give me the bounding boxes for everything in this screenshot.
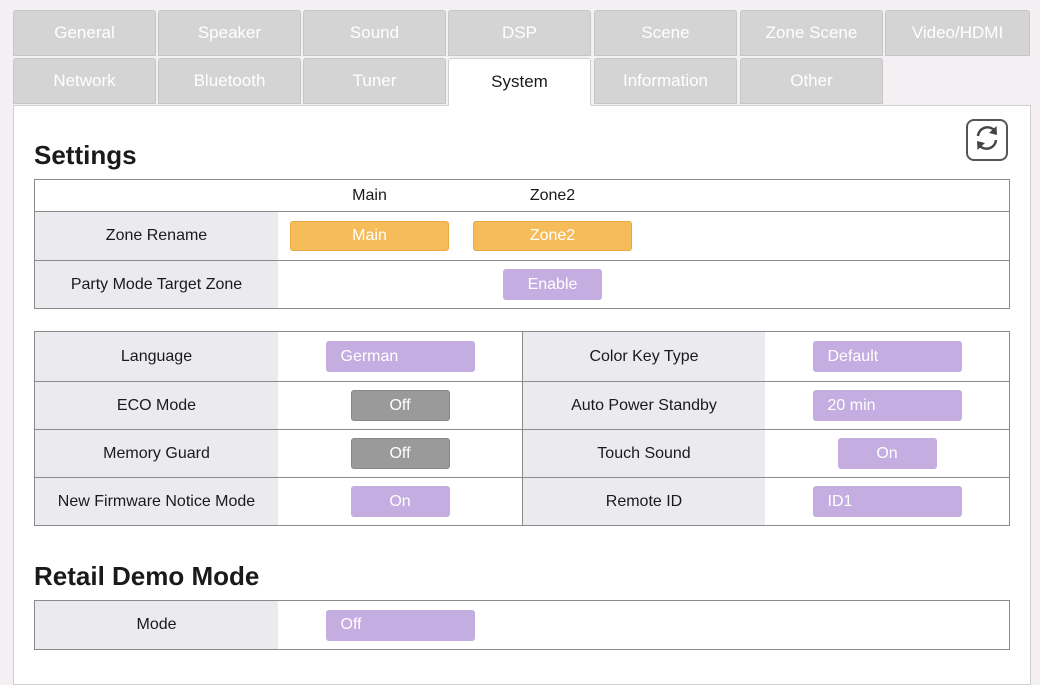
refresh-icon: [972, 123, 1002, 158]
eco-mode-label: ECO Mode: [35, 382, 278, 429]
zone-rename-label: Zone Rename: [35, 212, 278, 260]
zone-settings-table: Main Zone2 Zone Rename Main Zone2 Party …: [34, 179, 1010, 309]
party-mode-fill: [644, 261, 1009, 308]
zone-header-main: Main: [278, 180, 461, 211]
zone-rename-fill: [644, 212, 1009, 260]
retail-demo-table: Mode Off: [34, 600, 1010, 650]
firmware-notice-label: New Firmware Notice Mode: [35, 478, 278, 525]
language-label: Language: [35, 332, 278, 381]
system-panel: Settings Main Zone2 Zone Rename Main Zon…: [13, 105, 1031, 685]
tab-network[interactable]: Network: [13, 58, 156, 104]
tab-zone-scene[interactable]: Zone Scene: [740, 10, 883, 56]
refresh-button[interactable]: [966, 119, 1008, 161]
system-settings-grid: Language German Color Key Type Default E…: [34, 331, 1010, 526]
memory-guard-toggle[interactable]: Off: [350, 438, 450, 469]
tab-dsp[interactable]: DSP: [448, 10, 591, 56]
remote-id-label: Remote ID: [522, 478, 765, 525]
retail-demo-mode-label: Mode: [35, 601, 278, 649]
eco-mode-toggle[interactable]: Off: [350, 390, 450, 421]
zone-rename-zone2-input[interactable]: Zone2: [473, 221, 632, 251]
tab-scene[interactable]: Scene: [594, 10, 737, 56]
color-key-type-select[interactable]: Default: [812, 341, 962, 372]
auto-power-standby-label: Auto Power Standby: [522, 382, 765, 429]
tab-other[interactable]: Other: [740, 58, 883, 104]
tab-general[interactable]: General: [13, 10, 156, 56]
tab-speaker[interactable]: Speaker: [158, 10, 301, 56]
remote-id-select[interactable]: ID1: [812, 486, 962, 517]
tab-sound[interactable]: Sound: [303, 10, 446, 56]
touch-sound-toggle[interactable]: On: [837, 438, 937, 469]
party-mode-main-cell: [278, 261, 461, 308]
zone-header-fill: [644, 180, 1009, 211]
zone-header-zone2: Zone2: [461, 180, 644, 211]
touch-sound-label: Touch Sound: [522, 430, 765, 477]
firmware-notice-toggle[interactable]: On: [350, 486, 450, 517]
memory-guard-label: Memory Guard: [35, 430, 278, 477]
retail-demo-mode-select[interactable]: Off: [325, 609, 475, 641]
party-mode-label: Party Mode Target Zone: [35, 261, 278, 308]
zone-header-spacer: [35, 180, 278, 211]
party-mode-enable-button[interactable]: Enable: [503, 269, 602, 300]
auto-power-standby-select[interactable]: 20 min: [812, 390, 962, 421]
retail-demo-fill: [522, 601, 1009, 649]
tab-tuner[interactable]: Tuner: [303, 58, 446, 104]
retail-demo-title: Retail Demo Mode: [34, 561, 260, 591]
settings-title: Settings: [34, 140, 137, 170]
tab-video-hdmi[interactable]: Video/HDMI: [885, 10, 1030, 56]
language-select[interactable]: German: [325, 341, 475, 372]
tab-bar: General Speaker Sound DSP Scene Zone Sce…: [13, 10, 1031, 106]
tab-bluetooth[interactable]: Bluetooth: [158, 58, 301, 104]
zone-rename-main-input[interactable]: Main: [290, 221, 449, 251]
tab-information[interactable]: Information: [594, 58, 737, 104]
tab-system[interactable]: System: [448, 58, 591, 106]
color-key-type-label: Color Key Type: [522, 332, 765, 381]
